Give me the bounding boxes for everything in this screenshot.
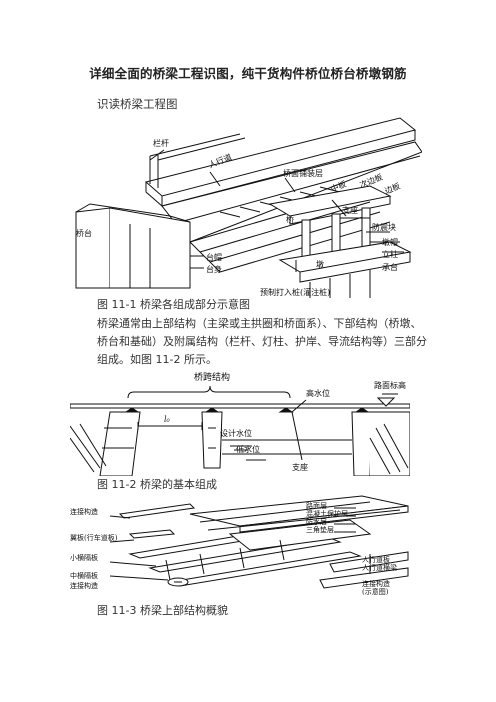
figure-1-caption: 图 11-1 桥梁各组成部分示意图 <box>97 298 250 311</box>
label-waterproof: 防水层 <box>306 517 327 526</box>
label-abutment: 桥台 <box>76 228 92 238</box>
label-pier: 墩 <box>316 259 324 269</box>
label-bridge: 桥 <box>286 214 294 224</box>
label-connection-top: 连接构造 <box>70 507 98 516</box>
label-column: 立柱 <box>382 249 398 259</box>
figure-bridge-components: 栏杆 人行道 桥面铺装层 中板 次边板 边板 桥 支座 防震块 墩帽 立柱 承台… <box>75 117 422 298</box>
label-walkway-plate: 人行道板 <box>362 555 390 564</box>
label-abutment-cap: 台帽 <box>206 252 222 262</box>
label-bearing-2: 支座 <box>292 462 308 472</box>
figure-bridge-basic-composition: 桥跨结构 路面标高 高水位 l₀ 设计水位 低水位 支座 <box>70 371 410 476</box>
label-walkway-beam: 人行道横梁 <box>362 563 397 572</box>
label-pile-cap: 承台 <box>382 262 398 272</box>
label-leveling: 三角垫层 <box>306 525 334 534</box>
body-paragraph: 桥梁通常由上部结构（主梁或主拱圈和桥面系）、下部结构（桥墩、桥台和基础）及附属结… <box>97 317 427 366</box>
label-cap-beam: 墩帽 <box>382 237 398 247</box>
label-connection-bottom: 连接构造 <box>70 581 98 590</box>
label-deck: 桥面铺装层 <box>283 168 323 178</box>
label-railing: 栏杆 <box>153 138 169 148</box>
label-low-water: 低水位 <box>236 444 260 454</box>
figure-superstructure-overview: 连接构造 翼板(行车道板) 小横隔板 中横隔板 连接构造 路面层 混凝土保护层 … <box>70 495 409 596</box>
label-edge-plate: 边板 <box>383 181 402 196</box>
label-road-elevation: 路面标高 <box>374 380 406 390</box>
label-piles: 预制打入桩(灌注桩) <box>260 287 330 297</box>
label-diagram-note: (示意图) <box>362 587 389 596</box>
label-wing-plate: 翼板(行车道板) <box>70 533 118 542</box>
label-concrete-protect: 混凝土保护层 <box>306 509 348 518</box>
label-pavement: 路面层 <box>306 501 327 510</box>
figure-3-caption: 图 11-3 桥梁上部结构概貌 <box>97 604 228 617</box>
section-heading: 识读桥梁工程图 <box>97 97 178 111</box>
label-abutment-body: 台身 <box>206 264 222 274</box>
label-span-symbol: l₀ <box>164 415 171 424</box>
label-high-water: 高水位 <box>306 388 330 398</box>
article-title: 详细全面的桥梁工程识图，纯干货构件桥位桥台桥墩钢筋 <box>89 66 407 81</box>
label-bearing: 支座 <box>342 205 358 215</box>
label-small-cross: 小横隔板 <box>70 553 98 562</box>
label-design-water: 设计水位 <box>220 428 252 438</box>
label-connection-right: 连接构造 <box>362 579 390 588</box>
label-anti-seismic: 防震块 <box>372 222 396 232</box>
figure-2-caption: 图 11-2 桥梁的基本组成 <box>97 478 217 491</box>
label-middle-cross: 中横隔板 <box>70 571 98 580</box>
label-span-structure: 桥跨结构 <box>194 371 230 383</box>
